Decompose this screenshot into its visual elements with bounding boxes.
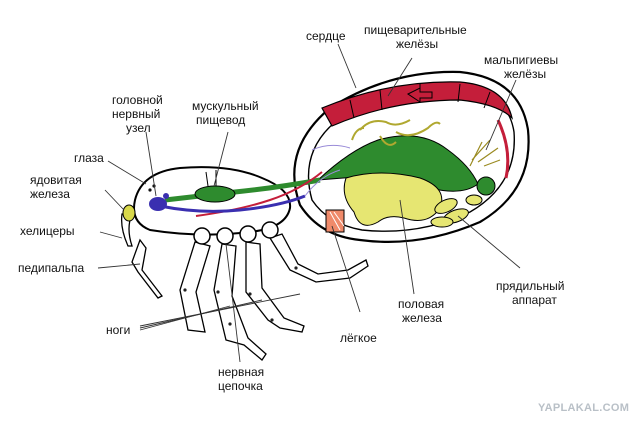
- label-malpighian-1: мальпигиевы: [484, 53, 558, 67]
- legs: [131, 233, 369, 361]
- label-esophagus-2: пищевод: [196, 113, 245, 127]
- label-pedipalp: педипальпа: [18, 261, 85, 275]
- malpighian-tubules: [469, 139, 501, 167]
- label-sex-gland-1: половая: [398, 297, 444, 311]
- watermark: YAPLAKAL.COM: [538, 402, 629, 414]
- digestive-glands: [351, 119, 441, 146]
- label-chelicerae: хелицеры: [20, 224, 75, 238]
- label-malpighian-2: желёзы: [504, 67, 546, 81]
- sucking-stomach: [194, 185, 236, 203]
- label-lung: лёгкое: [340, 331, 377, 345]
- spinning-apparatus: [430, 194, 483, 228]
- label-nerve-chain-1: нервная: [218, 365, 264, 379]
- label-legs: ноги: [106, 323, 130, 337]
- coxae: [193, 221, 279, 245]
- label-head-ganglion-3: узел: [126, 121, 151, 135]
- esophagus-tube: [164, 177, 321, 203]
- nerve-system: [149, 144, 351, 213]
- head-ganglion: [149, 197, 167, 211]
- label-venom-gland-1: ядовитая: [30, 173, 82, 187]
- label-spinning-1: прядильный: [496, 279, 564, 293]
- label-digestive-glands-1: пищеварительные: [364, 23, 467, 37]
- venom-gland: [122, 204, 136, 222]
- leg-1: [179, 241, 211, 333]
- label-head-ganglion-2: нервный: [112, 107, 160, 121]
- label-digestive-glands-2: желёзы: [396, 37, 438, 51]
- label-venom-gland-2: железа: [30, 187, 70, 201]
- label-nerve-chain-2: цепочка: [218, 379, 263, 393]
- label-head-ganglion-1: головной: [112, 93, 163, 107]
- heart: [321, 81, 514, 179]
- book-lung: [325, 209, 345, 233]
- nerve-chain-line: [159, 194, 306, 213]
- chelicera: [120, 204, 136, 247]
- labels: сердце пищеварительные желёзы мальпигиев…: [18, 23, 629, 414]
- leg-2: [213, 243, 267, 361]
- sex-gland: [343, 172, 443, 226]
- leader-lines: [97, 43, 521, 363]
- label-spinning-2: аппарат: [512, 293, 557, 307]
- label-esophagus-1: мускульный: [192, 99, 259, 113]
- leg-3: [245, 241, 305, 333]
- heart-arrow-icon: [407, 87, 433, 103]
- gut: [164, 135, 496, 203]
- stercoral-pocket: [476, 176, 496, 196]
- label-eyes: глаза: [74, 151, 104, 165]
- leg-4: [269, 233, 369, 283]
- label-heart: сердце: [306, 29, 346, 43]
- label-sex-gland-2: железа: [402, 311, 442, 325]
- pedipalp-shape: [131, 238, 163, 299]
